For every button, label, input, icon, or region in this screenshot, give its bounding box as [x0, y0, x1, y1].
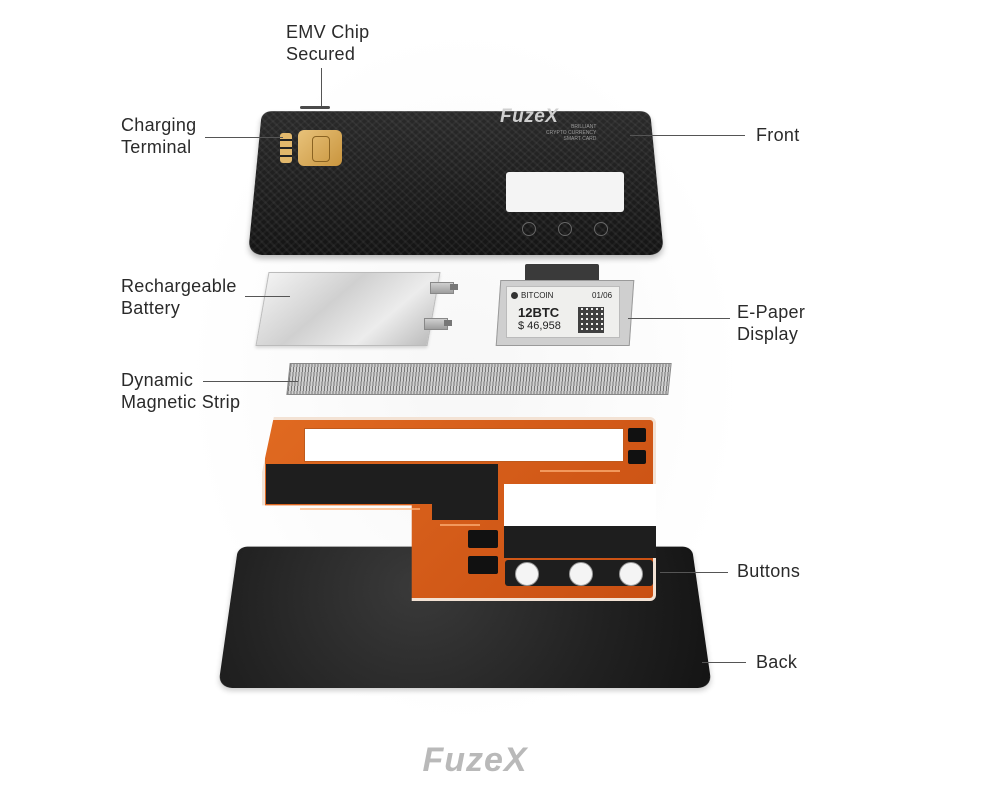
dynamic-magnetic-strip — [286, 363, 672, 395]
pcb-trace — [540, 470, 620, 472]
front-left-button-icon — [522, 222, 536, 236]
emv-chip-leader — [321, 68, 322, 106]
label-charging-terminal: Charging Terminal — [121, 115, 197, 157]
front-card-display-window — [506, 172, 624, 212]
front-leader — [630, 135, 745, 136]
buttons-leader — [660, 572, 728, 573]
label-magstrip: Dynamic Magnetic Strip — [121, 370, 241, 412]
epaper-connector — [525, 264, 599, 282]
pcb-chip-lower — [468, 556, 498, 574]
pcb-button-center — [569, 562, 593, 586]
battery-tab-bottom-tip — [444, 320, 452, 326]
charging-terminal-leader — [205, 137, 283, 138]
battery-leader — [245, 296, 290, 297]
epaper-amount: 12BTC — [518, 305, 560, 320]
bitcoin-icon — [511, 292, 518, 299]
label-epaper: E-Paper Display — [737, 302, 806, 344]
label-emv-chip: EMV Chip Secured — [286, 22, 370, 64]
pcb-top-cutout — [304, 428, 624, 462]
epaper-coin-name: BITCOIN — [521, 291, 554, 300]
label-front: Front — [756, 125, 800, 145]
front-card-tagline: BRILLIANT CRYPTO CURRENCY SMART CARD — [546, 124, 597, 142]
label-back: Back — [756, 652, 798, 672]
magstrip-leader — [203, 381, 298, 382]
pcb-chip-corner-2 — [628, 450, 646, 464]
epaper-usd-value: $ 46,958 — [518, 320, 561, 332]
pcb-button-left — [515, 562, 539, 586]
front-card-mini-mark — [300, 106, 330, 109]
back-leader — [702, 662, 746, 663]
pcb-chip-corner — [628, 428, 646, 442]
fuzex-logo: FuzeX — [422, 741, 528, 779]
pcb-display-panel — [504, 526, 656, 558]
rechargeable-battery — [255, 272, 441, 346]
epaper-page-indicator: 01/06 — [592, 291, 613, 300]
charging-terminal-pads — [280, 133, 292, 163]
emv-chip — [298, 130, 342, 166]
pcb-trace — [300, 508, 420, 510]
front-right-button-icon — [594, 222, 608, 236]
battery-tab-top-tip — [450, 284, 458, 290]
label-battery: Rechargeable Battery — [121, 276, 237, 318]
label-buttons: Buttons — [737, 561, 801, 581]
front-center-button-icon — [558, 222, 572, 236]
epaper-leader — [628, 318, 730, 319]
pcb-black-column — [432, 464, 498, 520]
pcb-display-cutout — [504, 484, 656, 526]
front-card-logo: FuzeX — [500, 106, 559, 127]
pcb-chip-upper — [468, 530, 498, 548]
qr-code-icon — [578, 307, 604, 333]
pcb-button-right — [619, 562, 643, 586]
pcb-trace — [440, 524, 480, 526]
